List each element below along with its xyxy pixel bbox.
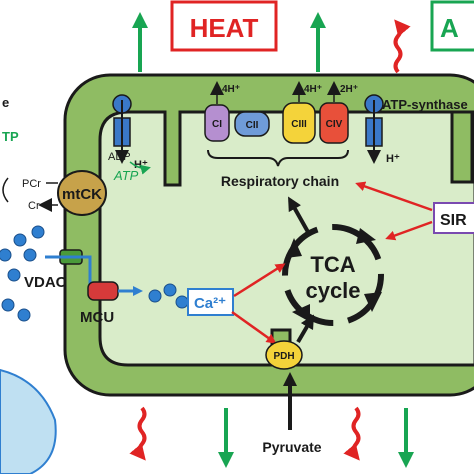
mcu-channel (87, 281, 119, 301)
tca-arrowhead-right (364, 292, 382, 312)
atp-synthase-right (364, 94, 384, 164)
calcium-to-pdh-arrow (231, 310, 277, 344)
pdh-to-tca-arrow (296, 314, 315, 344)
calcium-to-tca-arrow (233, 263, 286, 298)
h-plus-4-ciii: 4H⁺ (304, 84, 322, 95)
sirt-to-chain-arrow (355, 181, 433, 212)
calcium-box (187, 288, 234, 316)
atp-box-label: A (440, 13, 459, 43)
mcu-label: MCU (80, 309, 114, 326)
h-plus-2-civ: 2H⁺ (340, 84, 358, 95)
pyruvate-label: Pyruvate (262, 439, 321, 455)
respiratory-chain-label: Respiratory chain (221, 173, 339, 189)
sirt-label: SIR (440, 212, 467, 229)
ion-cluster-matrix (148, 283, 189, 309)
complex-ciii (282, 102, 316, 144)
tca-label-1: TCA (310, 252, 355, 277)
atp-synthase-label: ATP-synthase (382, 97, 468, 112)
crista-fold (450, 110, 474, 184)
atp-box (430, 0, 474, 52)
h-plus-right: H⁺ (386, 153, 400, 165)
respiratory-chain-brace (207, 149, 349, 167)
pdh-enzyme (265, 340, 303, 370)
adp-label: ADP (108, 151, 131, 163)
calcium-label: Ca²⁺ (194, 295, 226, 312)
cii-label: CII (246, 120, 259, 131)
ciii-label: CIII (291, 119, 307, 130)
left-atp-partial: TP (2, 129, 19, 144)
left-partial-label: e (2, 95, 9, 110)
heat-box (170, 0, 278, 52)
tca-to-chain-arrow (288, 196, 310, 233)
mtck-enzyme (57, 170, 107, 216)
red-wavy-arrow-up (393, 19, 411, 74)
mtck-label: mtCK (62, 186, 102, 203)
ion-cluster-left (0, 225, 45, 322)
pdh-label: PDH (273, 351, 294, 362)
ci-label: CI (212, 119, 222, 130)
sirt-box (433, 202, 474, 234)
complex-cii (234, 111, 270, 137)
complex-ci (204, 104, 230, 142)
pcr-label: PCr (22, 178, 41, 190)
tca-cycle-ring (282, 224, 384, 326)
h-plus-4-ci: 4H⁺ (222, 84, 240, 95)
red-wavy-arrow-down-right (343, 406, 361, 461)
red-wavy-arrow-down-left (129, 406, 147, 461)
vdac-label: VDAC (24, 274, 67, 291)
cr-label: Cr (28, 200, 40, 212)
pcr-cr-cycle-arc (2, 177, 9, 203)
tca-arrowhead-left (286, 238, 302, 258)
tca-arrowhead-top (356, 228, 376, 244)
cytosol-blob (0, 368, 57, 474)
matrix (98, 110, 474, 367)
tca-label-2: cycle (305, 278, 360, 303)
atp-matrix-label: ATP (113, 168, 139, 183)
adp-atp-conversion (129, 161, 151, 175)
atp-synthase-left (112, 94, 132, 164)
sirt-to-tca-arrow (385, 220, 433, 241)
civ-label: CIV (326, 119, 343, 130)
heat-label: HEAT (190, 13, 259, 43)
complex-civ (319, 102, 349, 144)
